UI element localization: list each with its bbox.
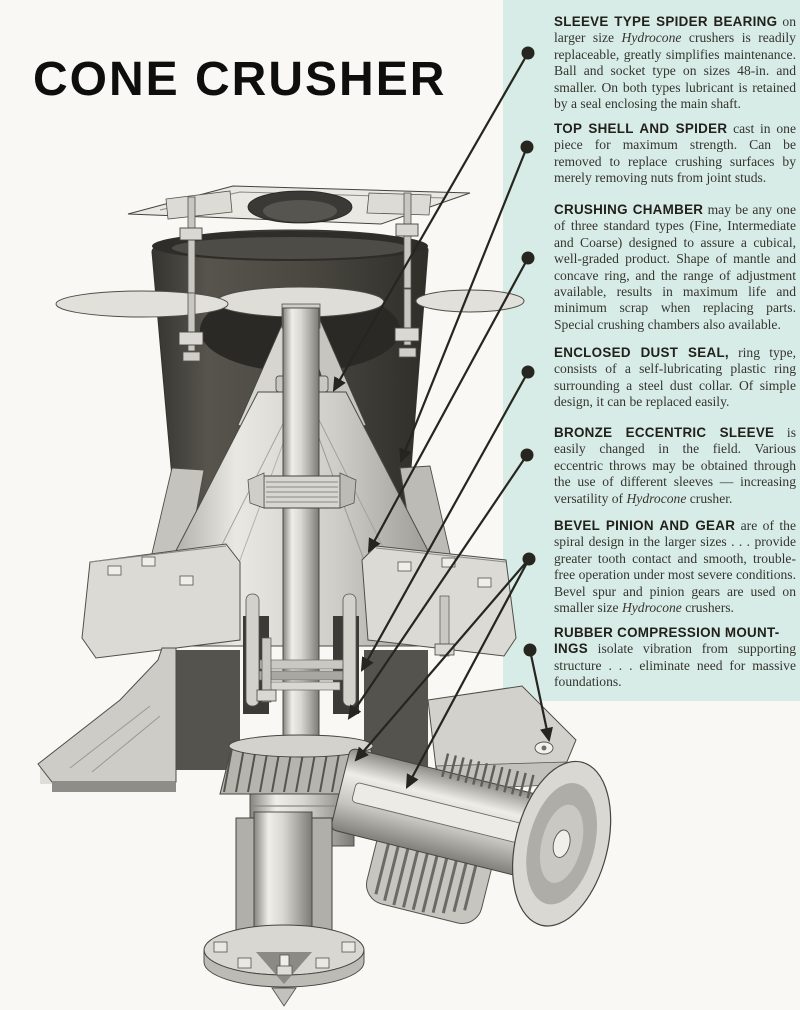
frame-core [176,650,428,770]
annotation-body: cast in one piece for maximum strength. … [554,121,796,186]
annotation-body: are of the spiral design in the larger s… [554,518,796,616]
mantle-cone [135,375,469,714]
piston-assembly [203,811,365,1007]
annotation-body: isolate vibration from supporting struct… [554,641,796,690]
annotation-heading: BRONZE ECCENTRIC SLEEVE [554,425,775,440]
annotation-sleeve-spider-bearing: SLEEVE TYPE SPIDER BEARING on larger siz… [554,14,796,112]
spider-cap [127,185,471,225]
annotation-heading: ENCLOSED DUST SEAL, [554,345,729,360]
annotation-body: crusher. [686,490,733,506]
annotation-body: is easily changed in the field. Various … [554,425,796,506]
annotation-body: ring type, consists of a self-lubricatin… [554,345,796,410]
bottom-flange-right [361,545,517,657]
spider-hub [215,286,385,437]
annotation-heading: TOP SHELL AND SPIDER [554,121,728,136]
eccentric-drum [249,793,355,847]
leader-line-eccentric-sleeve [347,454,528,720]
drive-sheave [511,760,612,927]
annotation-heading: INGS [554,641,588,657]
annotation-heading: RUBBER COMPRESSION MOUNT- [554,625,780,640]
frame-foot-right [427,685,577,791]
annotation-body: crushers. [681,600,734,616]
annotation-heading: SLEEVE TYPE SPIDER BEARING [554,14,778,29]
annotation-heading: BEVEL PINION AND GEAR [554,518,736,533]
annotation-rubber-mountings: RUBBER COMPRESSION MOUNT-INGS isolate vi… [554,625,796,691]
spider-bolt-right [395,192,419,289]
frame-foot-left [37,647,177,792]
top-shell [151,229,429,546]
shell-flange-left [55,290,229,362]
annotation-bevel-pinion-gear: BEVEL PINION AND GEAR are of the spiral … [554,518,796,616]
annotation-body: on larger size [554,14,796,46]
bevel-gear [219,734,383,795]
annotation-body: may be any one of three standard types (… [554,202,796,332]
annotation-body-italic: Hydrocone [626,490,687,506]
guide-rods [245,593,357,707]
annotation-top-shell-spider: TOP SHELL AND SPIDER cast in one piece f… [554,121,796,187]
annotation-body-italic: Hydrocone [621,30,682,46]
annotation-panel [503,0,800,701]
annotation-heading: CRUSHING CHAMBER [554,202,704,217]
shell-legs [149,465,453,569]
dust-seal-rings [253,659,351,691]
main-shaft [247,307,357,841]
bottom-flange-left [81,543,277,703]
annotation-body-italic: Hydrocone [621,600,682,616]
countershaft-assembly [331,748,612,927]
annotation-enclosed-dust-seal: ENCLOSED DUST SEAL, ring type, consists … [554,345,796,411]
annotation-body: crushers is readily replaceable, greatly… [554,30,796,112]
page-title: CONE CRUSHER [33,53,447,107]
annotation-crushing-chamber: CRUSHING CHAMBER may be any one of three… [554,202,796,333]
spider-bolt-left [179,196,203,294]
annotation-bronze-eccentric-sleeve: BRONZE ECCENTRIC SLEEVE is easily change… [554,425,796,507]
